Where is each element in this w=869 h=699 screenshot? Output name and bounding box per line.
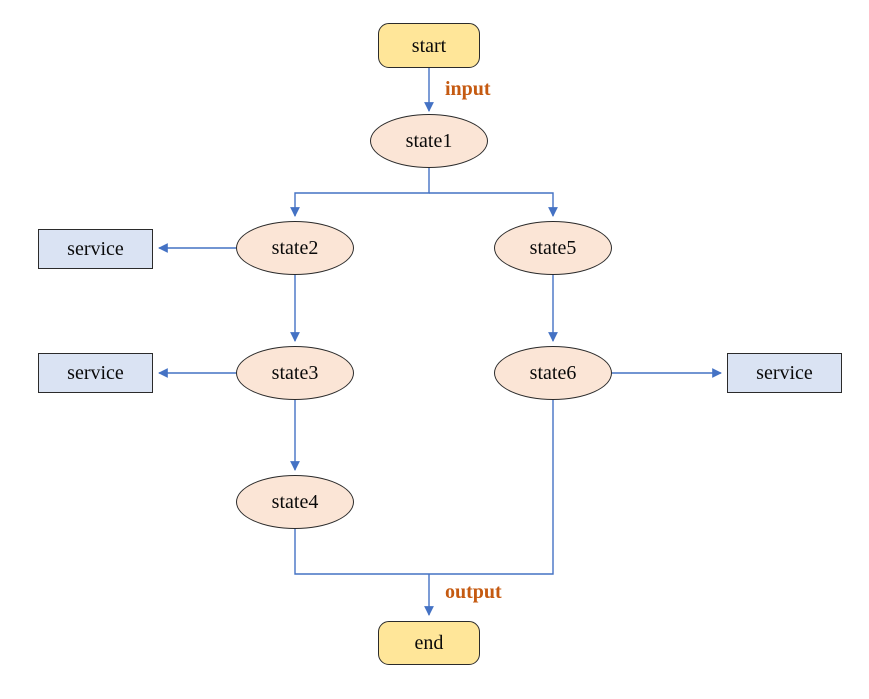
node-end: end (378, 621, 480, 665)
node-start-label: start (411, 34, 447, 57)
edge-label-input: input (445, 78, 491, 100)
node-state3-label: state3 (271, 362, 319, 384)
node-service-right-label: service (756, 362, 813, 384)
node-state5-label: state5 (529, 237, 577, 259)
connector-state1-state2 (290, 168, 430, 217)
node-state4: state4 (236, 475, 354, 529)
node-state3: state3 (236, 346, 354, 400)
edge-label-output: output (445, 581, 502, 603)
node-service-left-top: service (38, 229, 153, 269)
node-service-left-top-label: service (67, 238, 124, 260)
node-state1: state1 (370, 114, 488, 168)
node-state2: state2 (236, 221, 354, 275)
node-state4-label: state4 (271, 491, 319, 513)
node-service-left-bottom: service (38, 353, 153, 393)
node-state1-label: state1 (405, 130, 453, 152)
connector-state1-state5 (429, 192, 558, 217)
node-service-right: service (727, 353, 842, 393)
node-state6-label: state6 (529, 362, 577, 384)
node-end-label: end (414, 632, 444, 654)
node-state5: state5 (494, 221, 612, 275)
node-start: start (378, 23, 480, 68)
node-state6: state6 (494, 346, 612, 400)
node-state2-label: state2 (271, 237, 319, 259)
connector-merge-state4-state6 (294, 400, 554, 575)
node-service-left-bottom-label: service (67, 362, 124, 384)
